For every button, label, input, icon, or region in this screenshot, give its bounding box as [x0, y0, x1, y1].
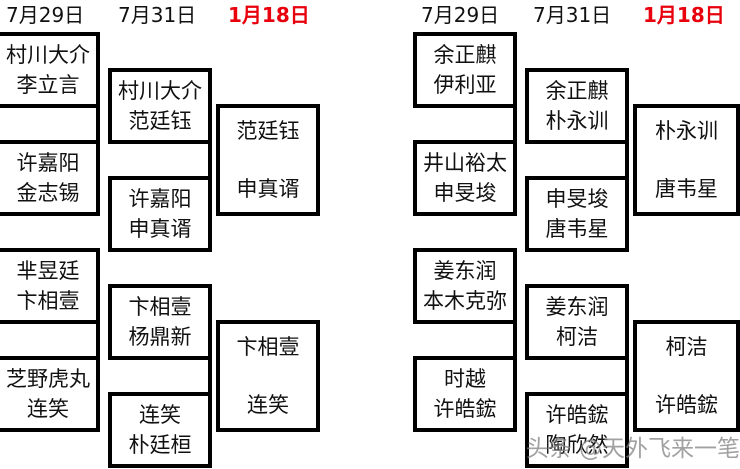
left-r1-match-3[interactable]: 芈昱廷 卞相壹 — [0, 248, 100, 324]
player-name: 申真谞 — [128, 217, 192, 241]
player-name: 连笑 — [247, 393, 289, 417]
player-name: 申真谞 — [236, 177, 300, 201]
left-connector-r2-a — [208, 68, 212, 252]
right-r2-match-3[interactable]: 姜东润 柯洁 — [525, 284, 629, 360]
right-r2-match-1[interactable]: 余正麒 朴永训 — [525, 68, 629, 144]
player-name: 申旻埈 — [433, 181, 497, 205]
left-r2-match-1[interactable]: 村川大介 范廷钰 — [108, 68, 212, 144]
left-connector-r1-b — [96, 248, 100, 432]
player-name: 村川大介 — [118, 79, 202, 103]
player-name: 许皓鋐 — [433, 397, 497, 421]
player-name: 许嘉阳 — [16, 151, 80, 175]
player-name: 许皓鋐 — [655, 393, 718, 417]
right-r2-match-4[interactable]: 许皓鋐 陶欣然 — [525, 392, 629, 468]
left-header-round1-date: 7月29日 — [6, 3, 85, 27]
player-name: 卞相壹 — [16, 289, 80, 313]
player-name: 朴永训 — [545, 109, 609, 133]
player-name: 柯洁 — [665, 335, 708, 359]
player-name: 余正麒 — [545, 79, 609, 103]
left-r3-match-2[interactable]: 卞相壹 连笑 — [216, 320, 320, 432]
left-r1-match-1[interactable]: 村川大介 李立言 — [0, 32, 100, 108]
left-connector-r2-b — [208, 284, 212, 468]
player-name: 李立言 — [16, 73, 80, 97]
player-name: 村川大介 — [6, 43, 90, 67]
player-name: 朴永训 — [655, 119, 718, 143]
right-r1-match-4[interactable]: 时越 许皓鋐 — [413, 356, 517, 432]
right-connector-r2-a — [625, 68, 629, 252]
right-r2-match-2[interactable]: 申旻埈 唐韦星 — [525, 176, 629, 252]
right-connector-r1-b — [513, 248, 517, 432]
player-name: 余正麒 — [433, 43, 497, 67]
left-r2-match-4[interactable]: 连笑 朴廷桓 — [108, 392, 212, 468]
right-r1-match-1[interactable]: 余正麒 伊利亚 — [413, 32, 517, 108]
player-name: 朴廷桓 — [128, 433, 192, 457]
left-r1-match-4[interactable]: 芝野虎丸 连笑 — [0, 356, 100, 432]
left-header-round3-date: 1月18日 — [228, 3, 310, 27]
player-name: 唐韦星 — [545, 217, 609, 241]
player-name: 芈昱廷 — [16, 259, 80, 283]
player-name: 陶欣然 — [545, 433, 609, 457]
player-name: 本木克弥 — [423, 289, 507, 313]
player-name: 姜东润 — [545, 295, 609, 319]
right-header-round3-date: 1月18日 — [643, 3, 725, 27]
right-r3-match-1[interactable]: 朴永训 唐韦星 — [633, 104, 740, 216]
right-r1-match-3[interactable]: 姜东润 本木克弥 — [413, 248, 517, 324]
player-name: 唐韦星 — [655, 177, 718, 201]
left-r2-match-2[interactable]: 许嘉阳 申真谞 — [108, 176, 212, 252]
player-name: 连笑 — [139, 403, 181, 427]
player-name: 芝野虎丸 — [6, 367, 90, 391]
player-name: 姜东润 — [433, 259, 497, 283]
player-name: 范廷钰 — [128, 109, 192, 133]
player-name: 时越 — [444, 367, 486, 391]
player-name: 申旻埈 — [545, 187, 609, 211]
player-name: 卞相壹 — [128, 295, 192, 319]
player-name: 井山裕太 — [423, 151, 507, 175]
right-r1-match-2[interactable]: 井山裕太 申旻埈 — [413, 140, 517, 216]
player-name: 许皓鋐 — [545, 403, 609, 427]
left-connector-r1-a — [96, 32, 100, 216]
player-name: 杨鼎新 — [128, 325, 192, 349]
player-name: 金志锡 — [16, 181, 80, 205]
player-name: 伊利亚 — [433, 73, 497, 97]
player-name: 许嘉阳 — [128, 187, 192, 211]
right-header-round1-date: 7月29日 — [421, 3, 500, 27]
left-r3-match-1[interactable]: 范廷钰 申真谞 — [216, 104, 320, 216]
right-connector-r1-a — [513, 32, 517, 216]
player-name: 范廷钰 — [236, 119, 300, 143]
right-connector-r2-b — [625, 284, 629, 468]
left-header-round2-date: 7月31日 — [118, 3, 197, 27]
right-r3-match-2[interactable]: 柯洁 许皓鋐 — [633, 320, 740, 432]
left-r2-match-3[interactable]: 卞相壹 杨鼎新 — [108, 284, 212, 360]
player-name: 连笑 — [27, 397, 69, 421]
player-name: 卞相壹 — [236, 335, 300, 359]
player-name: 柯洁 — [556, 325, 598, 349]
right-header-round2-date: 7月31日 — [533, 3, 612, 27]
left-r1-match-2[interactable]: 许嘉阳 金志锡 — [0, 140, 100, 216]
